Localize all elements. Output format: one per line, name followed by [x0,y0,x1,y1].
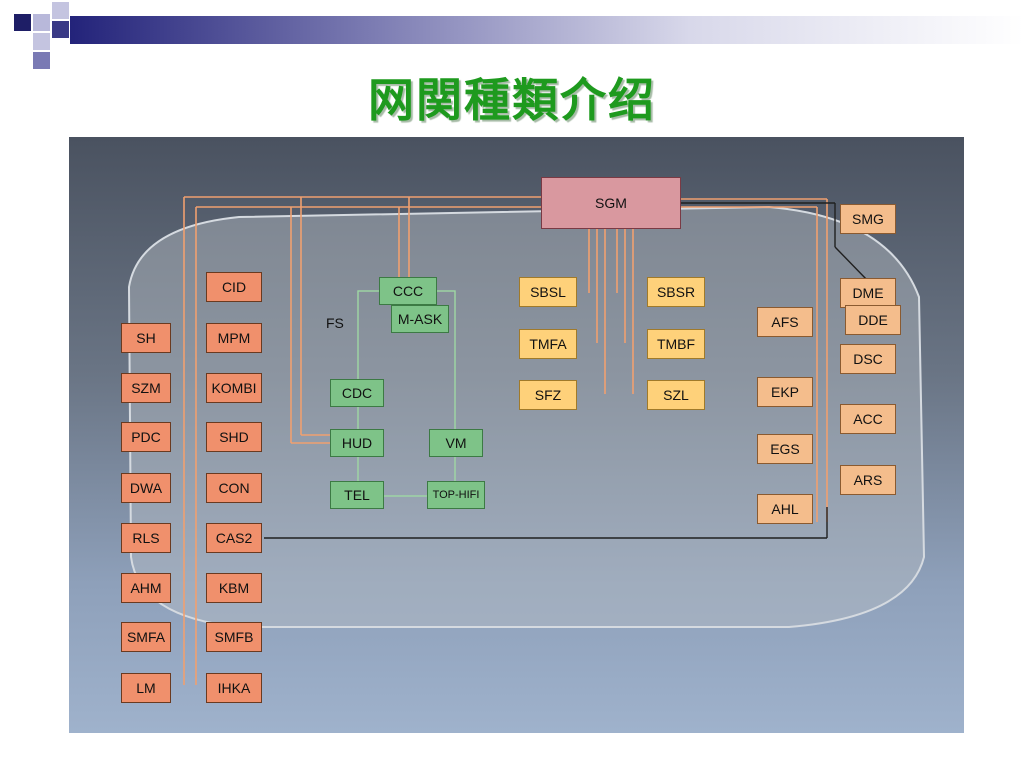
module-egs: EGS [757,434,813,464]
module-kbm: KBM [206,573,262,603]
module-smg: SMG [840,204,896,234]
gateway-sgm: SGM [541,177,681,229]
module-smfa: SMFA [121,622,171,652]
module-smfb: SMFB [206,622,262,652]
slide-title: 网関種類介绍 [368,73,656,127]
module-top-hifi: TOP-HIFI [427,481,485,509]
module-pdc: PDC [121,422,171,452]
module-rls: RLS [121,523,171,553]
network-diagram: SGM SH SZM PDC DWA RLS AHM SMFA LM CID M… [69,137,964,733]
module-szm: SZM [121,373,171,403]
module-tmfa: TMFA [519,329,577,359]
module-dme: DME [840,278,896,308]
module-cdc: CDC [330,379,384,407]
module-con: CON [206,473,262,503]
header-banner [70,16,1024,44]
module-szl: SZL [647,380,705,410]
module-vm: VM [429,429,483,457]
decor-square [33,14,50,31]
module-sh: SH [121,323,171,353]
module-tel: TEL [330,481,384,509]
module-sbsl: SBSL [519,277,577,307]
module-tmbf: TMBF [647,329,705,359]
module-ahm: AHM [121,573,171,603]
module-cid: CID [206,272,262,302]
module-ahl: AHL [757,494,813,524]
decor-square [52,2,69,19]
module-mpm: MPM [206,323,262,353]
bus-line-black [834,246,870,283]
module-fs: FS [326,315,344,331]
module-kombi: KOMBI [206,373,262,403]
module-hud: HUD [330,429,384,457]
decor-square [33,52,50,69]
decor-square [14,14,31,31]
module-dde: DDE [845,305,901,335]
module-sfz: SFZ [519,380,577,410]
module-sbsr: SBSR [647,277,705,307]
connection-lines [127,196,926,685]
decor-square [52,21,69,38]
module-m-ask: M-ASK [391,305,449,333]
car-silhouette [127,205,926,628]
module-acc: ACC [840,404,896,434]
module-dwa: DWA [121,473,171,503]
module-ars: ARS [840,465,896,495]
module-cas2: CAS2 [206,523,262,553]
module-ccc: CCC [379,277,437,305]
module-ihka: IHKA [206,673,262,703]
module-lm: LM [121,673,171,703]
decor-square [33,33,50,50]
module-shd: SHD [206,422,262,452]
module-afs: AFS [757,307,813,337]
module-ekp: EKP [757,377,813,407]
module-dsc: DSC [840,344,896,374]
